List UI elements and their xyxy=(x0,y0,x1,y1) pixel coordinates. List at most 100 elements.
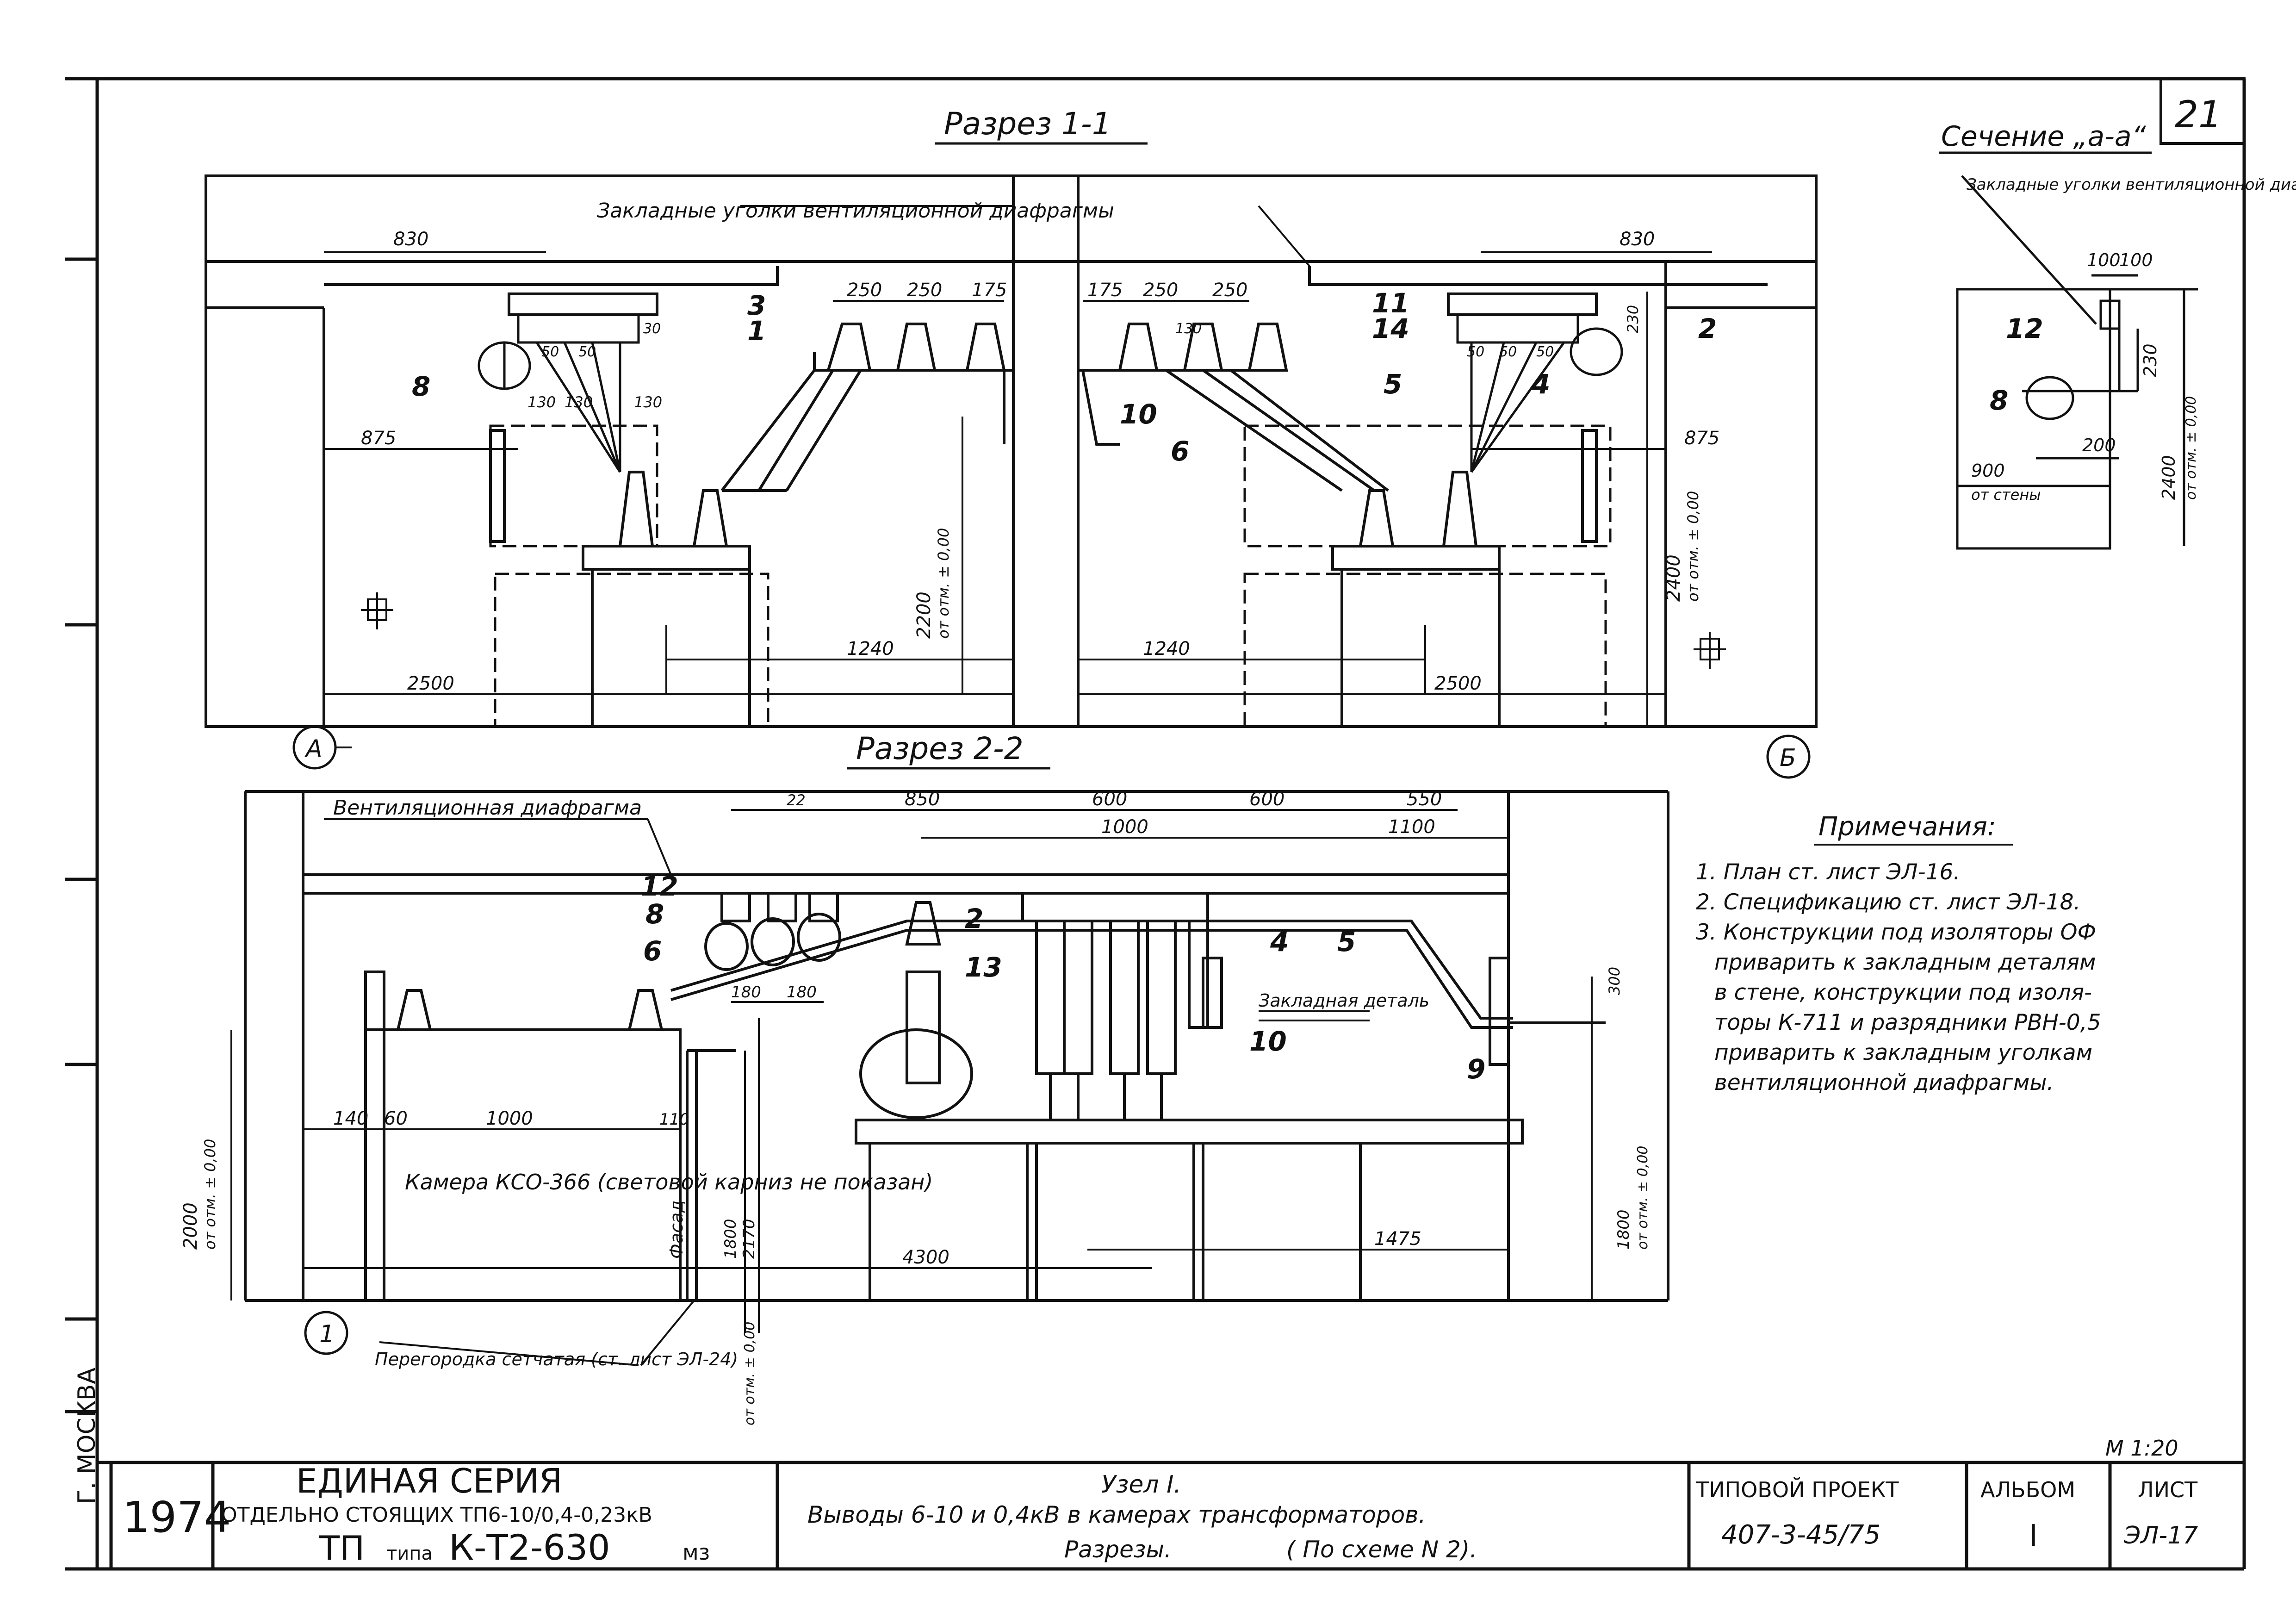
s22-dim-grade: от отм. ± 0,00 xyxy=(742,1322,758,1425)
tb-tp-type: типа xyxy=(386,1543,433,1564)
saa-dim-230: 230 xyxy=(2140,343,2160,377)
tb-project-number: 407-3-45/75 xyxy=(1721,1520,1880,1550)
s11-dim-130a: 130 xyxy=(527,393,556,411)
svg-text:Б: Б xyxy=(1780,744,1796,772)
s22-dim-2000: 2000 xyxy=(180,1202,201,1250)
tb-sheet-label: ЛИСТ xyxy=(2138,1477,2198,1502)
notes-block: Примечания: 1. План ст. лист ЭЛ-16. 2. С… xyxy=(1696,812,2101,1095)
s11-dim-175: 175 xyxy=(972,280,1007,301)
svg-text:1: 1 xyxy=(319,1320,335,1348)
s22-dim-600a: 600 xyxy=(1092,789,1127,810)
note-line-8: вентиляционной диафрагмы. xyxy=(1714,1070,2054,1095)
s11-dim-250c: 250 xyxy=(1143,280,1178,301)
s22-pos-4: 4 xyxy=(1270,926,1289,958)
s22-dim-2170: 2170 xyxy=(740,1219,758,1259)
s11-dim-230: 230 xyxy=(1624,305,1642,333)
s11-pos-14: 14 xyxy=(1372,313,1409,344)
s22-dim-180a: 180 xyxy=(731,983,761,1002)
saa-dim-100a: 100 xyxy=(2087,250,2121,270)
s11-pos-6: 6 xyxy=(1171,436,1189,467)
s11-dim-1240-right: 1240 xyxy=(1143,638,1190,660)
tb-series-sub: ОТДЕЛЬНО СТОЯЩИХ ТП6-10/0,4-0,23кВ xyxy=(221,1503,652,1527)
section-2-2-title: Разрез 2-2 xyxy=(856,731,1024,766)
s11-dim-50b: 50 xyxy=(578,344,596,360)
tb-album-label: АЛЬБОМ xyxy=(1980,1477,2075,1502)
s11-dim-130c: 130 xyxy=(634,393,662,411)
s11-dim-130-right: 130 xyxy=(1175,321,1202,337)
s11-dim-875-right: 875 xyxy=(1684,428,1719,449)
section-a-a: Сечение „а-а“ Закладные уголки вентиляци… xyxy=(1939,120,2296,550)
section-1-1-callout: Закладные уголки вентиляционной диафрагм… xyxy=(597,199,1114,223)
tb-tp-suffix: мз xyxy=(683,1540,710,1565)
s11-dim-830-left: 830 xyxy=(393,229,428,250)
s22-dim-180b: 180 xyxy=(787,983,817,1002)
s22-camera-label: Камера КСО-366 (световой карниз не показ… xyxy=(405,1170,933,1195)
s11-dim-250d: 250 xyxy=(1212,280,1247,301)
axis-bubble-b: Б xyxy=(1766,734,1811,779)
s11-dim-130b: 130 xyxy=(565,393,593,411)
notes-title: Примечания: xyxy=(1818,812,1996,842)
s11-dim-2200: 2200 xyxy=(913,591,935,639)
s11-dim-2400-ref: от отм. ± 0,00 xyxy=(1684,491,1702,602)
section-2-2: Разрез 2-2 xyxy=(180,731,1669,1425)
s11-dim-250b: 250 xyxy=(907,280,942,301)
s22-pos-10: 10 xyxy=(1249,1026,1287,1057)
section-a-a-title: Сечение „а-а“ xyxy=(1941,120,2147,153)
saa-dim-900-ref: от стены xyxy=(1971,486,2041,504)
s22-dim-300: 300 xyxy=(1606,967,1623,995)
note-line-2: 2. Спецификацию ст. лист ЭЛ-18. xyxy=(1696,890,2080,915)
s11-pos-2: 2 xyxy=(1698,313,1717,344)
note-line-3: 3. Конструкции под изоляторы ОФ xyxy=(1696,920,2096,945)
note-line-7: приварить к закладным уголкам xyxy=(1714,1040,2092,1065)
s22-dim-1475: 1475 xyxy=(1374,1228,1421,1250)
s11-dim-2200-ref: от отм. ± 0,00 xyxy=(935,528,952,639)
tb-series-title: ЕДИНАЯ СЕРИЯ xyxy=(296,1462,562,1500)
saa-dim-2400-ref: от отм. ± 0,00 xyxy=(2183,396,2199,500)
section-1-1-title: Разрез 1-1 xyxy=(944,106,1111,142)
s22-dim-1800b-ref: от отм. ± 0,00 xyxy=(1635,1146,1651,1250)
sheet-frame xyxy=(65,77,2246,1571)
s11-dim-2500-left: 2500 xyxy=(407,673,454,694)
s11-dim-50a: 50 xyxy=(541,344,559,360)
s11-pos-3: 3 xyxy=(747,290,766,321)
s11-dim-30: 30 xyxy=(643,321,661,337)
title-block: 1974 ЕДИНАЯ СЕРИЯ ОТДЕЛЬНО СТОЯЩИХ ТП6-1… xyxy=(97,1461,2244,1569)
s22-dim-1800b: 1800 xyxy=(1614,1209,1633,1250)
s22-dim-4300: 4300 xyxy=(902,1247,949,1268)
note-line-5: в стене, конструкции под изоля- xyxy=(1714,980,2092,1005)
s22-dim-600b: 600 xyxy=(1249,789,1285,810)
sheet-number-box: 21 xyxy=(2159,77,2246,145)
axis-bubble-a: А xyxy=(292,725,352,770)
saa-pos-12: 12 xyxy=(2006,313,2043,344)
s22-dim-1000-top: 1000 xyxy=(1101,816,1148,838)
tb-desc-line3: ( По схеме N 2). xyxy=(1286,1536,1477,1563)
city-stamp: Г. МОСКВА xyxy=(73,1368,101,1504)
s22-pos-12: 12 xyxy=(641,871,678,902)
note-line-6: торы К-711 и разрядники РВН-0,5 xyxy=(1714,1010,2101,1035)
saa-dim-900: 900 xyxy=(1971,460,2005,481)
s22-pos-2: 2 xyxy=(965,903,983,934)
s22-dim-850: 850 xyxy=(905,789,940,810)
s11-dim-250a: 250 xyxy=(847,280,882,301)
tb-desc-line1: Выводы 6-10 и 0,4кВ в камерах трансформа… xyxy=(807,1501,1426,1528)
saa-dim-100b: 100 xyxy=(2119,250,2153,270)
tb-album-number: I xyxy=(2029,1519,2038,1553)
s22-dim-1100: 1100 xyxy=(1388,816,1435,838)
s22-pos-9: 9 xyxy=(1467,1053,1485,1085)
sheet-number: 21 xyxy=(2175,93,2222,136)
s22-callout-partition: Перегородка сетчатая (ст. лист ЭЛ-24) xyxy=(375,1349,738,1369)
axis-bubble-1: 1 xyxy=(304,1311,348,1355)
s22-callout-embedded: Закладная деталь xyxy=(1259,990,1429,1011)
tb-desc-line2: Разрезы. xyxy=(1064,1536,1172,1563)
tb-node: Узел I. xyxy=(1101,1471,1181,1499)
s11-dim-2500-right: 2500 xyxy=(1434,673,1482,694)
s11-dim-1240-left: 1240 xyxy=(847,638,894,660)
s11-pos-11: 11 xyxy=(1372,287,1409,319)
note-line-1: 1. План ст. лист ЭЛ-16. xyxy=(1696,859,1960,885)
s11-dim-2400: 2400 xyxy=(1663,554,1684,602)
s22-pos-8: 8 xyxy=(645,898,664,930)
svg-text:А: А xyxy=(304,735,323,763)
s22-dim-1800a: 1800 xyxy=(721,1219,740,1259)
saa-dim-200: 200 xyxy=(2082,435,2116,455)
